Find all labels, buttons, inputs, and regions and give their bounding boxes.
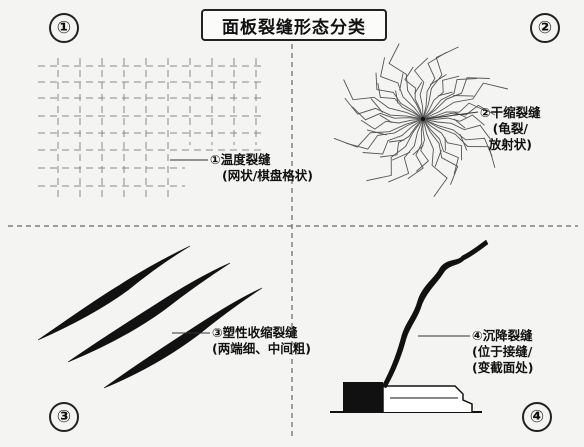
radial-crack-branch xyxy=(416,118,430,172)
radial-crack-branch xyxy=(422,77,490,120)
radial-crack-branch xyxy=(422,46,459,120)
radial-crack-branch xyxy=(422,114,485,126)
radial-crack-branch xyxy=(422,118,496,168)
diagonal-crack-pattern xyxy=(37,245,263,389)
radial-crack-branch xyxy=(388,118,424,183)
radial-crack-pattern xyxy=(333,43,509,197)
radial-crack-branch xyxy=(422,118,463,161)
radial-crack-branch xyxy=(422,51,447,120)
settlement-crack-line xyxy=(381,239,489,389)
panel-2-title: ②干缩裂缝 xyxy=(480,105,541,120)
panel-4-subtitle: (位于接缝/ xyxy=(472,344,533,359)
panel-number-3: ③ xyxy=(49,402,79,432)
radial-crack-branch xyxy=(362,118,424,155)
radial-crack-branch xyxy=(422,82,509,120)
radial-crack-branch xyxy=(422,75,460,120)
radial-crack-branch xyxy=(422,118,459,185)
radial-crack-branch xyxy=(377,82,424,120)
radial-crack-branch xyxy=(380,57,424,120)
radial-crack-branch xyxy=(388,43,424,120)
radial-crack-twig xyxy=(434,150,442,167)
thin-slab-outline xyxy=(382,385,473,412)
radial-crack-branch xyxy=(422,118,492,140)
panel-3-label: ③塑性收缩裂缝 (两端细、中间粗) xyxy=(212,325,311,357)
radial-crack-twig xyxy=(414,81,423,94)
panel-2-subtitle-2: 放射状) xyxy=(488,137,532,152)
radial-crack-branch xyxy=(413,57,429,120)
radial-crack-twig xyxy=(389,139,405,143)
panel-number-4: ④ xyxy=(522,402,552,432)
radial-crack-branch xyxy=(344,97,424,120)
radial-center-dot xyxy=(420,116,426,122)
radial-crack-branch xyxy=(422,118,459,175)
radial-crack-branch xyxy=(366,118,424,182)
leader-line-2 xyxy=(425,111,479,120)
panel-3-subtitle: (两端细、中间粗) xyxy=(212,341,311,356)
thick-slab-block xyxy=(343,382,383,412)
radial-crack-twig xyxy=(453,118,466,129)
panel-1-subtitle: (网状/棋盘格状) xyxy=(222,168,313,183)
radial-crack-twig xyxy=(399,73,404,91)
panel-4-label: ④沉降裂缝 (位于接缝/ (变截面处) xyxy=(472,328,533,376)
panel-4-title: ④沉降裂缝 xyxy=(472,328,533,343)
settlement-crack-pattern xyxy=(330,239,489,413)
panel-1-label: ①温度裂缝 (网状/棋盘格状) xyxy=(210,152,313,184)
radial-crack-branch xyxy=(407,118,424,180)
panel-4-subtitle-2: (变截面处) xyxy=(472,360,534,375)
radial-crack-twig xyxy=(392,151,411,161)
panel-number-2: ② xyxy=(530,13,560,43)
grid-crack-pattern xyxy=(38,58,265,198)
radial-crack-branch xyxy=(360,118,424,130)
radial-crack-branch xyxy=(352,106,424,121)
radial-crack-branch xyxy=(345,118,424,150)
radial-crack-branch xyxy=(333,118,424,148)
radial-crack-branch xyxy=(422,102,485,120)
diagram-title: 面板裂缝形态分类 xyxy=(201,9,387,41)
panel-2-subtitle: (龟裂/ xyxy=(492,121,528,136)
radial-crack-twig xyxy=(370,98,384,113)
diagonal-crack-3 xyxy=(103,287,263,389)
radial-crack-branch xyxy=(379,118,424,158)
radial-crack-branch xyxy=(375,72,424,120)
panel-number-1: ① xyxy=(49,13,79,43)
panel-1-title: ①温度裂缝 xyxy=(210,152,271,167)
diagonal-crack-1 xyxy=(37,245,191,341)
radial-crack-branch xyxy=(422,78,477,120)
radial-crack-branch xyxy=(343,79,424,120)
radial-crack-twig xyxy=(453,95,474,97)
radial-crack-branch xyxy=(422,118,448,197)
radial-crack-branch xyxy=(404,66,424,120)
radial-crack-twig xyxy=(379,114,393,124)
panel-3-title: ③塑性收缩裂缝 xyxy=(212,325,298,340)
panel-2-label: ②干缩裂缝 (龟裂/ 放射状) xyxy=(480,105,541,153)
diagonal-crack-2 xyxy=(67,262,231,363)
radial-crack-twig xyxy=(437,91,453,97)
radial-crack-branch xyxy=(422,118,493,157)
